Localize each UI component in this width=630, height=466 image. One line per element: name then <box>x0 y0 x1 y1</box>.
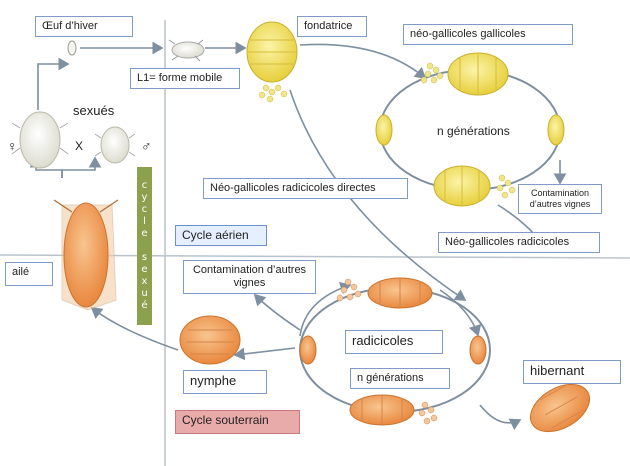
label-hibernant: hibernant <box>523 360 621 384</box>
label-nymphe: nymphe <box>183 370 267 394</box>
label-oeuf-hiver: Œuf d’hiver <box>35 16 133 37</box>
label-neo-radicicoles-directes: Néo-gallicoles radicicoles directes <box>203 178 408 199</box>
hibernant-insect-icon <box>530 381 590 433</box>
gallicole-insect-icon <box>547 114 565 146</box>
label-cycle-souterrain: Cycle souterrain <box>175 410 300 434</box>
male-symbol: ♂ <box>141 138 152 154</box>
label-n-generations-bottom: n générations <box>350 368 450 389</box>
sexual-insect-icon <box>94 126 136 164</box>
winged-insect-icon <box>53 199 119 311</box>
label-contamination-top: Contamination d’autres vignes <box>518 184 602 214</box>
label-aile: ailé <box>5 262 53 286</box>
gallicole-insect-icon <box>375 114 393 146</box>
egg-icon <box>67 40 77 56</box>
label-l1-forme-mobile: L1= forme mobile <box>130 68 240 89</box>
label-sexues: sexués <box>73 103 115 118</box>
label-neo-gallicoles-gallicoles: néo-gallicoles gallicoles <box>403 24 573 45</box>
egg-cluster-icon <box>420 62 444 84</box>
cycle-arrows <box>29 41 567 431</box>
label-cycle-aerien: Cycle aérien <box>175 225 267 246</box>
label-radicicoles: radicicoles <box>345 330 443 354</box>
larva-icon <box>168 39 205 62</box>
egg-cluster-icon <box>336 278 362 302</box>
radicicole-insect-icon <box>299 335 317 365</box>
label-cross: X <box>75 139 84 153</box>
radicicole-insect-icon <box>349 394 438 426</box>
gallicole-insect-icon <box>420 52 509 96</box>
radicicole-insect-icon <box>469 335 487 365</box>
radicicole-insect-icon <box>336 277 433 309</box>
cycle-sexue-bar: cycle sexué <box>137 167 152 325</box>
label-contamination-bottom: Contamination d’autres vignes <box>183 260 316 294</box>
female-symbol: ♀ <box>7 138 18 154</box>
gallicole-insect-icon <box>433 165 516 207</box>
egg-cluster-icon <box>418 401 438 425</box>
label-neo-radicicoles: Néo-gallicoles radicicoles <box>438 232 600 253</box>
nymph-icon <box>179 315 241 365</box>
label-cycle-sexue: cycle sexué <box>139 180 150 312</box>
fondatrice-insect-icon <box>246 21 298 103</box>
label-fondatrice: fondatrice <box>297 16 367 37</box>
label-n-generations-top: n générations <box>437 124 510 138</box>
egg-cluster-icon <box>496 174 516 199</box>
sexual-insect-icon <box>11 111 69 169</box>
